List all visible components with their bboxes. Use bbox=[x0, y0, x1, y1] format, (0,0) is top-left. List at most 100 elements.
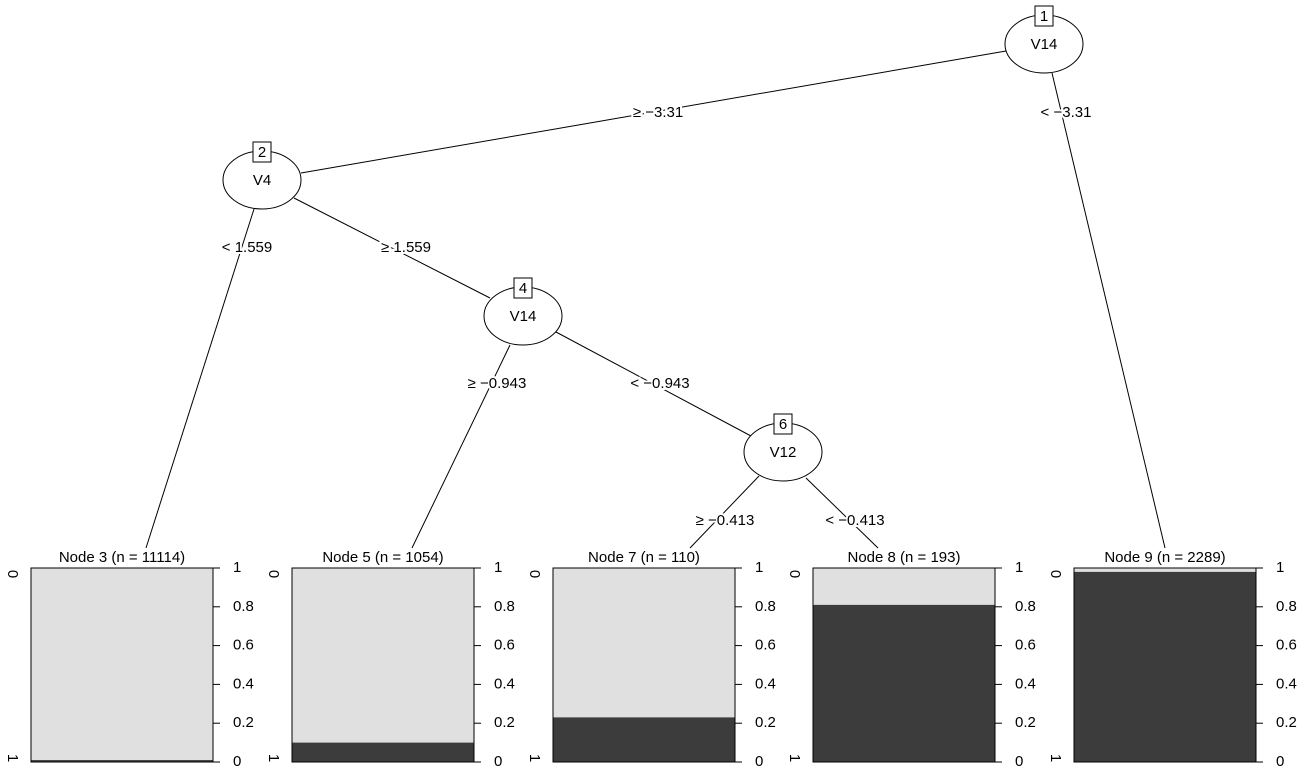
bar-class-0 bbox=[292, 568, 474, 743]
class-label-1: 1 bbox=[526, 754, 543, 762]
y-axis: 0 0.2 0.4 0.6 0.8 1 bbox=[1256, 559, 1297, 770]
node-id-label: 6 bbox=[779, 416, 787, 433]
terminal-node-title: Node 5 (n = 1054) bbox=[322, 549, 443, 566]
edge-1-9 bbox=[1051, 72, 1166, 549]
edge-6-8 bbox=[805, 477, 879, 549]
terminal-node-title: Node 9 (n = 2289) bbox=[1104, 549, 1225, 566]
y-axis: 0 0.2 0.4 0.6 0.8 1 bbox=[474, 559, 515, 770]
node-id-box bbox=[1034, 5, 1054, 27]
axis-tick-label: 0.4 bbox=[233, 675, 254, 692]
axis-tick-label: 0.6 bbox=[233, 637, 254, 654]
axis-tick-label: 0 bbox=[1015, 753, 1023, 770]
axis-tick-label: 0.4 bbox=[755, 675, 776, 692]
edge-4-6 bbox=[555, 331, 752, 437]
bar-class-1 bbox=[292, 742, 474, 762]
class-label-0: 0 bbox=[1047, 570, 1064, 578]
node-id-label: 2 bbox=[258, 144, 266, 161]
axis-tick-label: 0.4 bbox=[494, 675, 515, 692]
axis-tick-label: 1 bbox=[494, 559, 502, 576]
axis-tick-label: 0.8 bbox=[1015, 598, 1036, 615]
panel-frame bbox=[812, 567, 996, 763]
edge-label-1-9: < −3.31 bbox=[1041, 104, 1092, 121]
class-label-1: 1 bbox=[4, 754, 21, 762]
axis-tick-label: 0.8 bbox=[494, 598, 515, 615]
class-label-0: 0 bbox=[265, 570, 282, 578]
class-label-1: 1 bbox=[786, 754, 803, 762]
edge-label-2-4: ≥ 1.559 bbox=[381, 239, 431, 256]
class-label-0: 0 bbox=[526, 570, 543, 578]
axis-tick-label: 1 bbox=[233, 559, 241, 576]
axis-tick-label: 0.6 bbox=[1015, 637, 1036, 654]
terminal-node-5: Node 5 (n = 1054) 0 0.2 0.4 0.6 0.8 1 0 1 bbox=[265, 549, 515, 770]
panel-frame bbox=[1073, 567, 1257, 763]
axis-tick-label: 0 bbox=[494, 753, 502, 770]
inner-node-6: V12 6 bbox=[743, 413, 823, 482]
edge-label-6-7: ≥ −0.413 bbox=[696, 512, 755, 529]
class-label-0: 0 bbox=[786, 570, 803, 578]
node-variable-label: V14 bbox=[1031, 36, 1058, 53]
axis-tick-label: 0.2 bbox=[755, 714, 776, 731]
axis-tick-label: 0 bbox=[755, 753, 763, 770]
terminal-node-8: Node 8 (n = 193) 0 0.2 0.4 0.6 0.8 1 0 1 bbox=[786, 549, 1036, 770]
inner-node-2: V4 2 bbox=[222, 141, 302, 210]
node-id-box bbox=[773, 413, 793, 435]
axis-tick-label: 1 bbox=[1015, 559, 1023, 576]
class-label-0: 0 bbox=[4, 570, 21, 578]
edge-label-4-5: ≥ −0.943 bbox=[468, 375, 527, 392]
bar-class-1 bbox=[813, 604, 995, 762]
node-variable-label: V4 bbox=[253, 172, 271, 189]
node-id-label: 1 bbox=[1040, 8, 1048, 25]
edge-1-2 bbox=[300, 50, 1007, 174]
bar-class-0 bbox=[1074, 568, 1256, 572]
class-label-1: 1 bbox=[265, 754, 282, 762]
axis-tick-label: 0.8 bbox=[233, 598, 254, 615]
axis-tick-label: 0.6 bbox=[755, 637, 776, 654]
axis-tick-label: 1 bbox=[755, 559, 763, 576]
edge-label-4-6: < −0.943 bbox=[630, 375, 689, 392]
edge-4-5 bbox=[411, 344, 511, 549]
bar-class-0 bbox=[553, 568, 735, 718]
axis-tick-label: 0.2 bbox=[1276, 714, 1297, 731]
node-id-label: 4 bbox=[519, 280, 527, 297]
axis-tick-label: 0.6 bbox=[494, 637, 515, 654]
node-variable-label: V12 bbox=[770, 444, 797, 461]
edge-2-4 bbox=[293, 197, 491, 299]
edge-2-3 bbox=[145, 208, 255, 549]
edge-label-2-3: < 1.559 bbox=[222, 239, 272, 256]
axis-tick-label: 0.2 bbox=[1015, 714, 1036, 731]
panel-frame bbox=[30, 567, 214, 763]
axis-tick-label: 0 bbox=[233, 753, 241, 770]
axis-tick-label: 0.8 bbox=[1276, 598, 1297, 615]
node-id-box bbox=[252, 141, 272, 163]
node-variable-label: V14 bbox=[510, 308, 537, 325]
y-axis: 0 0.2 0.4 0.6 0.8 1 bbox=[735, 559, 776, 770]
axis-tick-label: 0.2 bbox=[494, 714, 515, 731]
class-label-1: 1 bbox=[1047, 754, 1064, 762]
terminal-node-title: Node 3 (n = 11114) bbox=[59, 549, 185, 566]
inner-node-1: V14 1 bbox=[1004, 5, 1084, 74]
bar-class-1 bbox=[31, 760, 213, 762]
axis-tick-label: 0.8 bbox=[755, 598, 776, 615]
axis-tick-label: 0 bbox=[1276, 753, 1284, 770]
node-id-box bbox=[513, 277, 533, 299]
y-axis: 0 0.2 0.4 0.6 0.8 1 bbox=[213, 559, 254, 770]
terminal-node-title: Node 7 (n = 110) bbox=[588, 549, 700, 566]
axis-tick-label: 0.4 bbox=[1015, 675, 1036, 692]
axis-tick-label: 1 bbox=[1276, 559, 1284, 576]
axis-tick-label: 0.4 bbox=[1276, 675, 1297, 692]
panel-frame bbox=[552, 567, 736, 763]
bar-class-0 bbox=[31, 568, 213, 761]
terminal-node-7: Node 7 (n = 110) 0 0.2 0.4 0.6 0.8 1 0 1 bbox=[526, 549, 776, 770]
terminal-node-title: Node 8 (n = 193) bbox=[848, 549, 961, 566]
y-axis: 0 0.2 0.4 0.6 0.8 1 bbox=[995, 559, 1036, 770]
inner-node-4: V14 4 bbox=[483, 277, 563, 346]
axis-tick-label: 0.2 bbox=[233, 714, 254, 731]
edge-6-7 bbox=[689, 475, 760, 549]
terminal-node-3: Node 3 (n = 11114) 0 0.2 0.4 0.6 0.8 1 0 1 bbox=[4, 549, 254, 770]
panel-frame bbox=[291, 567, 475, 763]
terminal-node-9: Node 9 (n = 2289) 0 0.2 0.4 0.6 0.8 1 0 1 bbox=[1047, 549, 1297, 770]
axis-tick-label: 0.6 bbox=[1276, 637, 1297, 654]
edge-layer: ≥ −3.31< −3.31< 1.559≥ 1.559≥ −0.943< −0… bbox=[145, 50, 1166, 549]
bar-class-1 bbox=[553, 717, 735, 762]
